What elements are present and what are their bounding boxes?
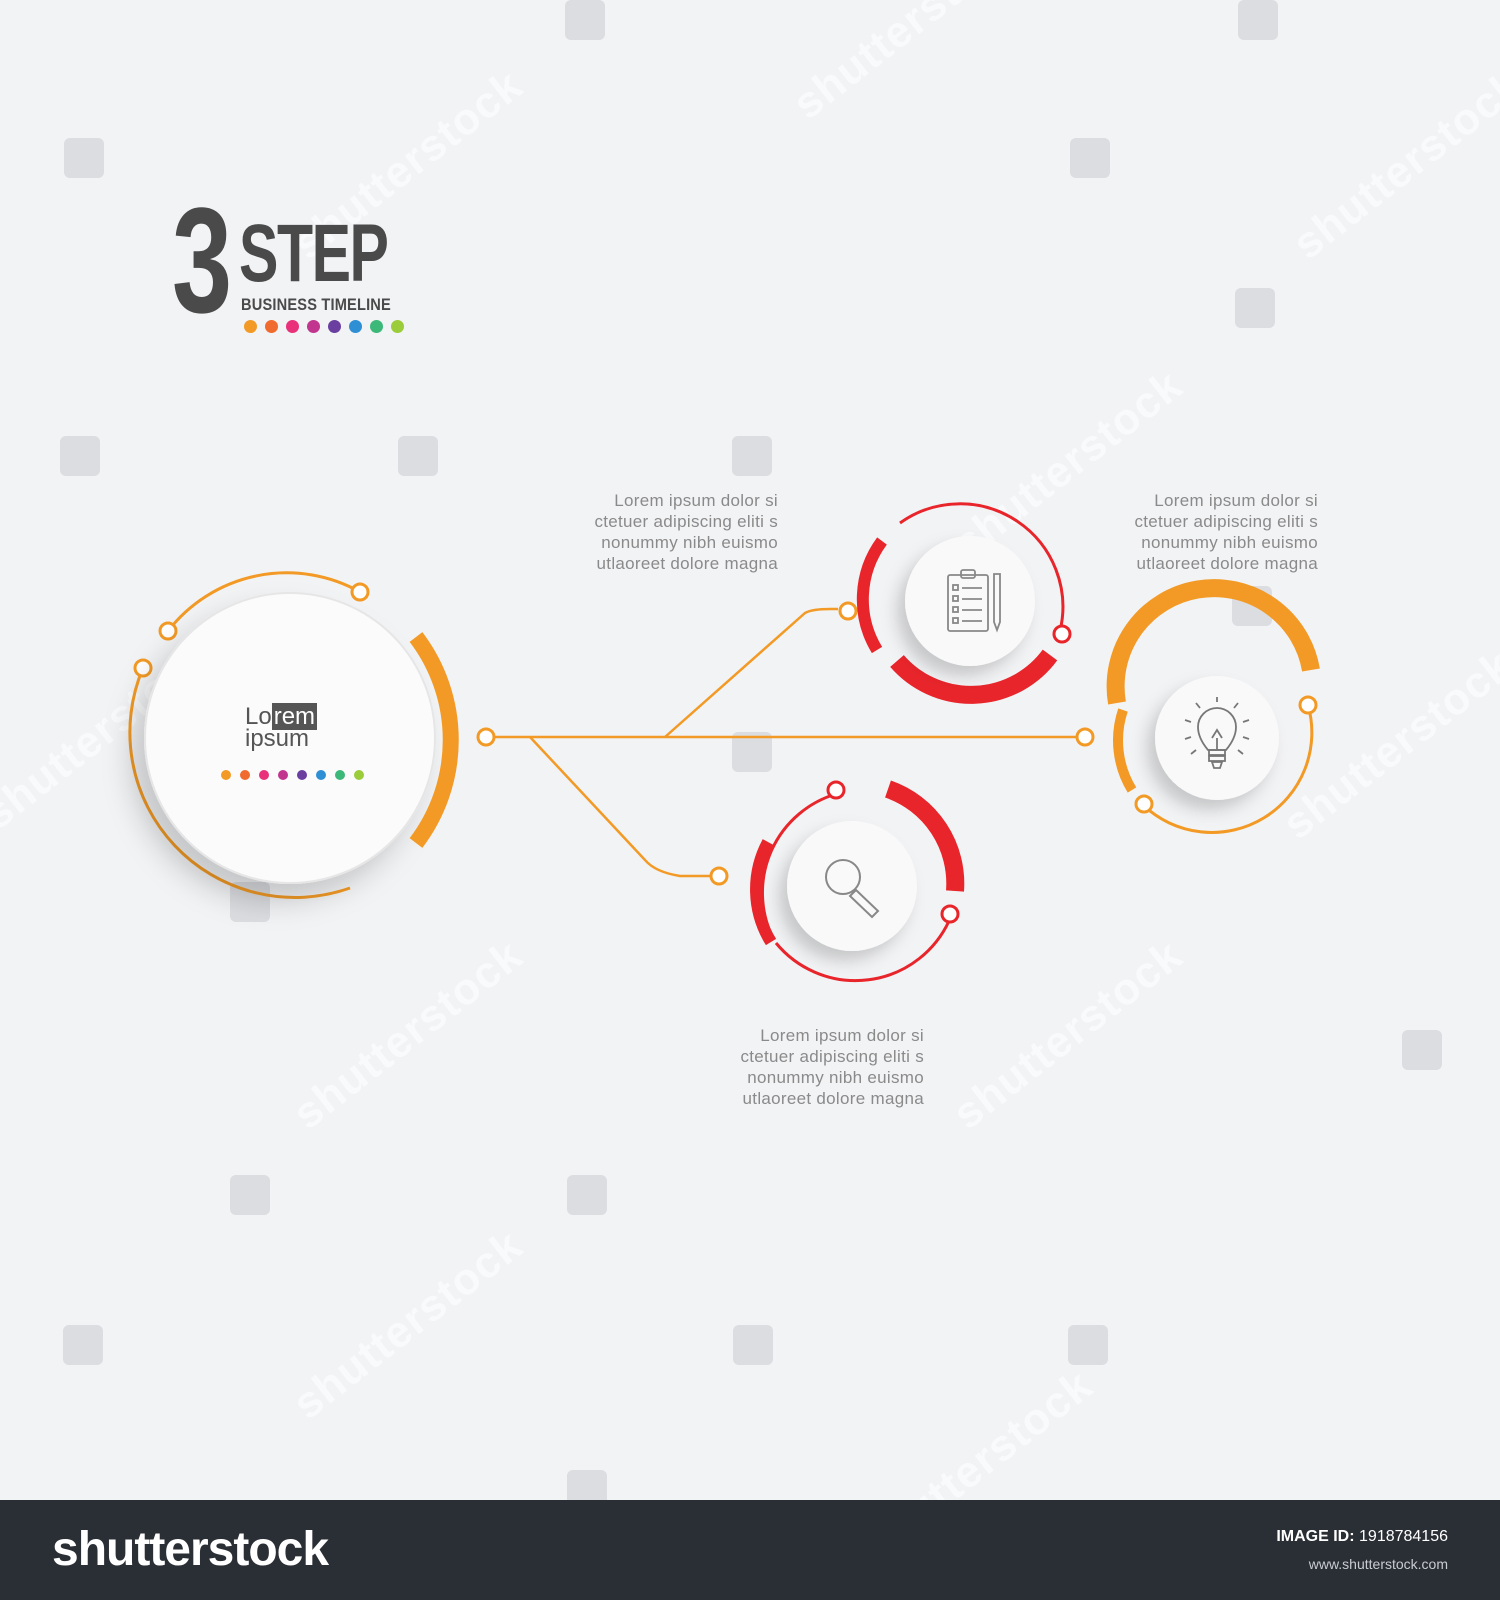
center-label-highlight: rem: [271, 703, 318, 730]
color-dot: [391, 320, 404, 333]
watermark-tile: [60, 436, 100, 476]
color-dot: [335, 770, 345, 780]
step1-text: Lorem ipsum dolor si ctetuer adipiscing …: [553, 490, 778, 574]
color-dot: [259, 770, 269, 780]
watermark-tile: [565, 0, 605, 40]
center-outer-arc-top: [166, 571, 361, 632]
center-outer-arc-left: [128, 667, 351, 899]
diagram-graphics: [128, 502, 1320, 983]
watermark-tile: [1235, 288, 1275, 328]
watermark-tile: [1068, 1325, 1108, 1365]
footer-site-url: www.shutterstock.com: [1308, 1556, 1448, 1572]
watermark-tile: [567, 1470, 607, 1500]
color-dot: [328, 320, 341, 333]
connector-node: [838, 601, 858, 621]
color-dot: [297, 770, 307, 780]
color-dot: [221, 770, 231, 780]
text-line: utlaoreet dolore magna: [1136, 554, 1318, 573]
color-dot: [265, 320, 278, 333]
text-line: nonummy nibh euismo: [747, 1068, 924, 1087]
logo-number: 3: [172, 176, 232, 344]
connector-to-step2: [529, 736, 710, 878]
text-line: ctetuer adipiscing eliti s: [740, 1047, 924, 1066]
watermark-tile: [230, 1175, 270, 1215]
stock-footer-bar: shutterstock IMAGE ID: 1918784156 www.sh…: [0, 1500, 1500, 1600]
text-line: nonummy nibh euismo: [601, 533, 778, 552]
step3-node: [1106, 579, 1320, 834]
connector-node: [476, 727, 496, 747]
text-line: utlaoreet dolore magna: [742, 1089, 924, 1108]
logo-word: STEP: [239, 208, 389, 299]
watermark-tile: [732, 732, 772, 772]
center-label: Lorem ipsum: [245, 703, 335, 752]
watermark-tile: [64, 138, 104, 178]
center-label-a: Lo: [245, 703, 272, 730]
text-line: Lorem ipsum dolor si: [614, 491, 778, 510]
footer-brand-logo: shutterstock: [52, 1523, 329, 1576]
watermark-tile: [398, 436, 438, 476]
center-color-dots: [221, 770, 364, 780]
connector-node: [1075, 727, 1095, 747]
text-line: utlaoreet dolore magna: [596, 554, 778, 573]
step1-node: [856, 502, 1072, 704]
center-node: [128, 571, 459, 899]
magnifier-icon: [825, 859, 880, 919]
center-disc: [144, 592, 436, 884]
text-line: ctetuer adipiscing eliti s: [594, 512, 778, 531]
image-id-value: 1918784156: [1359, 1528, 1448, 1545]
connector-to-step1: [664, 607, 838, 738]
color-dot: [316, 770, 326, 780]
image-id-label: IMAGE ID:: [1276, 1528, 1355, 1545]
color-dot: [354, 770, 364, 780]
footer-image-id: IMAGE ID: 1918784156: [1276, 1528, 1448, 1546]
lightbulb-icon: [1184, 697, 1250, 769]
watermark-tile: [732, 436, 772, 476]
center-thick-arc: [409, 632, 459, 848]
color-dot: [370, 320, 383, 333]
text-line: nonummy nibh euismo: [1141, 533, 1318, 552]
color-dot: [244, 320, 257, 333]
watermark-tile: [1402, 1030, 1442, 1070]
watermark-tile: [230, 882, 270, 922]
watermark-tile: [1070, 138, 1110, 178]
text-line: Lorem ipsum dolor si: [1154, 491, 1318, 510]
color-dot: [286, 320, 299, 333]
color-dot: [307, 320, 320, 333]
color-dot: [349, 320, 362, 333]
title-logo: 3 STEP BUSINESS TIMELINE: [172, 185, 432, 335]
clipboard-icon: [947, 569, 1001, 633]
watermark-tile: [1238, 0, 1278, 40]
center-label-b: ipsum: [245, 725, 310, 752]
text-line: Lorem ipsum dolor si: [760, 1026, 924, 1045]
watermark-tile: [63, 1325, 103, 1365]
logo-subtitle: BUSINESS TIMELINE: [241, 295, 391, 314]
step3-text: Lorem ipsum dolor si ctetuer adipiscing …: [1093, 490, 1318, 574]
color-dot: [278, 770, 288, 780]
connector-node: [709, 866, 729, 886]
connector-lines: [486, 607, 1077, 878]
step2-node: [750, 780, 965, 983]
watermark-tile: [567, 1175, 607, 1215]
logo-color-dots: [244, 320, 404, 333]
watermark-tile: [733, 1325, 773, 1365]
text-line: ctetuer adipiscing eliti s: [1134, 512, 1318, 531]
step2-text: Lorem ipsum dolor si ctetuer adipiscing …: [699, 1025, 924, 1109]
infographic-canvas: shutterstock shutterstock shutterstock s…: [60, 0, 1442, 1500]
color-dot: [240, 770, 250, 780]
